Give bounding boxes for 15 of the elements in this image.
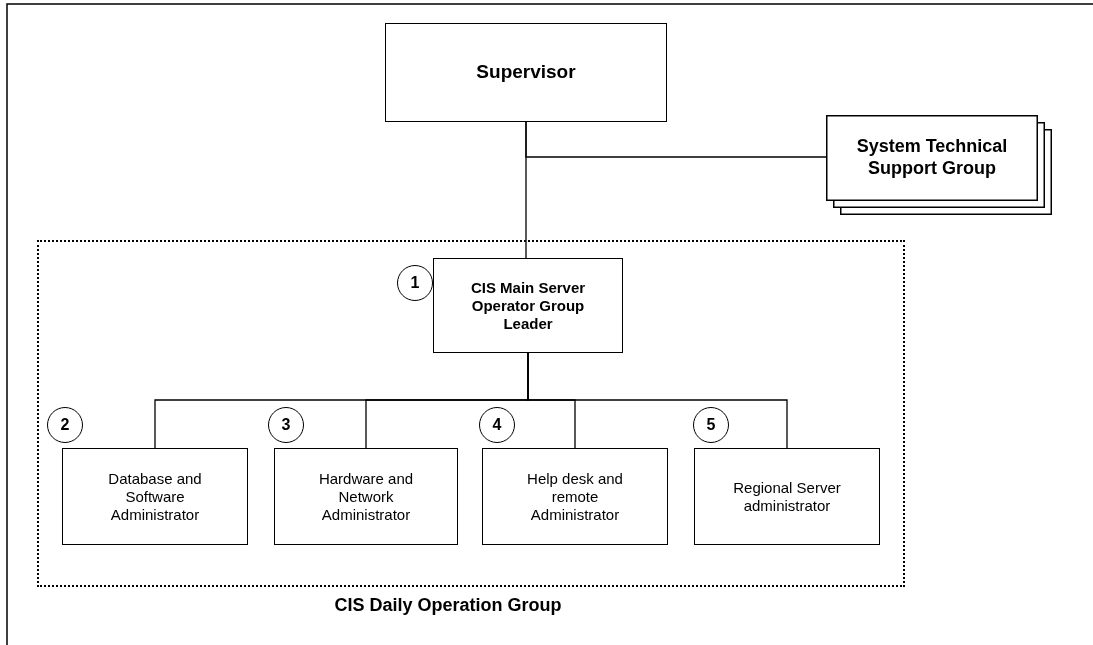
role-box: Regional Server administrator — [694, 448, 880, 545]
number-circle: 5 — [693, 407, 729, 443]
role-box: CIS Main Server Operator Group Leader — [433, 258, 623, 353]
group-label: CIS Daily Operation Group — [334, 595, 562, 615]
number-circle: 1 — [397, 265, 433, 301]
connector-line — [527, 352, 788, 449]
number-circle: 4 — [479, 407, 515, 443]
role-box: Help desk and remote Administrator — [482, 448, 668, 545]
group-name: System Technical Support Group — [855, 136, 1009, 180]
role-box: Hardware and Network Administrator — [274, 448, 458, 545]
role-box: Supervisor — [385, 23, 667, 122]
number-circle: 2 — [47, 407, 83, 443]
connector-line — [525, 121, 827, 158]
role-box: Database and Software Administrator — [62, 448, 248, 545]
number-circle: 3 — [268, 407, 304, 443]
